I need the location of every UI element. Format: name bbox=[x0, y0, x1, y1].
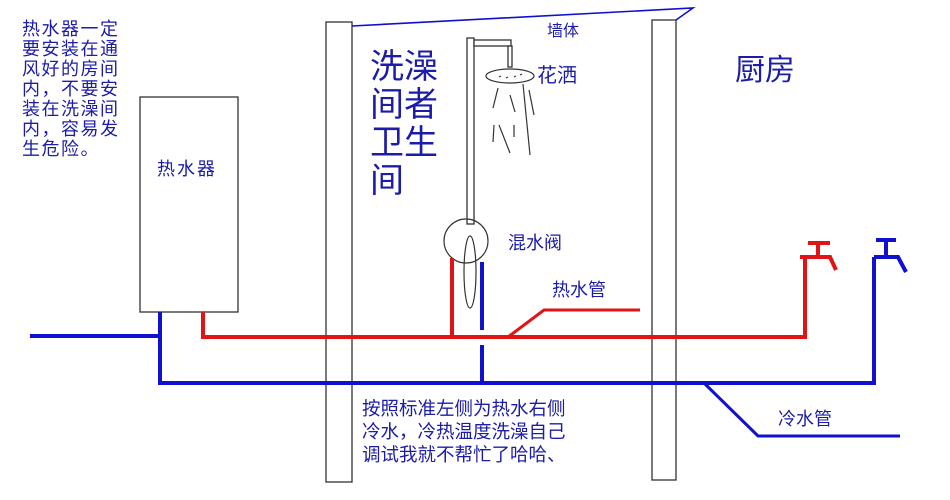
bathroom-label-row: 洗澡 bbox=[370, 47, 438, 87]
note-line: 热水器一定 bbox=[22, 19, 120, 40]
mixer-handle bbox=[463, 235, 477, 309]
water-spray bbox=[492, 83, 535, 156]
hot-pipe-label: 热水管 bbox=[552, 280, 606, 301]
left-wall bbox=[325, 21, 353, 483]
water-heater bbox=[139, 96, 239, 313]
bathroom-label-row: 间 bbox=[370, 161, 404, 201]
cold-water-pipe bbox=[30, 238, 908, 438]
shower bbox=[466, 37, 535, 225]
hot-tap-icon bbox=[800, 241, 838, 271]
shower-head-icon bbox=[485, 68, 535, 84]
note-line: 冷水，冷热温度洗澡自己 bbox=[362, 422, 566, 443]
ceiling-line bbox=[351, 7, 696, 27]
cold-pipe-pointer bbox=[702, 381, 900, 438]
note-line: 风好的房间 bbox=[22, 59, 120, 80]
right-wall bbox=[651, 19, 677, 481]
wall-label: 墙体 bbox=[547, 21, 579, 40]
mixer-valve bbox=[443, 218, 489, 264]
kitchen-label: 厨房 bbox=[735, 53, 795, 88]
cold-tap-icon bbox=[874, 238, 908, 273]
note-line: 按照标准左侧为热水右侧 bbox=[362, 399, 566, 420]
bathroom-label-row: 间者 bbox=[370, 85, 438, 125]
note-line: 调试我就不帮忙了哈哈、 bbox=[362, 445, 566, 466]
shower-label: 花洒 bbox=[537, 63, 577, 87]
hot-water-pipe bbox=[201, 241, 838, 339]
heater-label: 热水器 bbox=[157, 159, 217, 180]
note-line: 内，容易发 bbox=[22, 119, 120, 140]
hot-pipe-pointer bbox=[507, 308, 640, 339]
warning-note: 热水器一定 要安装在通 风好的房间 内，不要安 装在洗澡间 内，容易发 生危险。 bbox=[22, 19, 120, 160]
bathroom-label-row: 卫生 bbox=[370, 123, 438, 163]
bathroom-label: 洗澡 间者 卫生 间 bbox=[370, 47, 438, 201]
mixer-label: 混水阀 bbox=[508, 233, 562, 254]
note-line: 要安装在通 bbox=[22, 39, 120, 60]
cold-pipe-label: 冷水管 bbox=[778, 409, 832, 430]
note-line: 装在洗澡间 bbox=[22, 99, 120, 120]
note-line: 生危险。 bbox=[22, 139, 100, 160]
note-line: 内，不要安 bbox=[22, 79, 120, 100]
bottom-note: 按照标准左侧为热水右侧 冷水，冷热温度洗澡自己 调试我就不帮忙了哈哈、 bbox=[362, 399, 566, 466]
